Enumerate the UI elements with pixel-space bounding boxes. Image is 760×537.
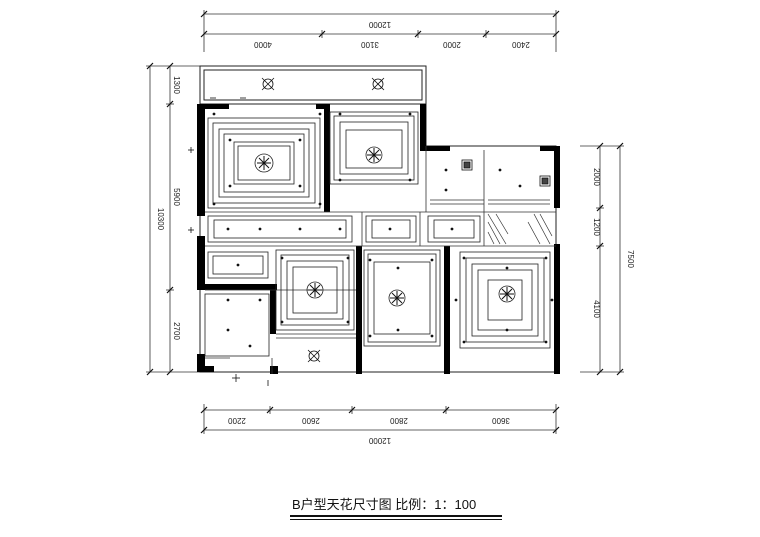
dim-top-seg-4: 2400 (512, 40, 530, 49)
dim-bottom-seg-1: 2200 (228, 416, 246, 425)
dim-top-seg-2: 3100 (361, 40, 379, 49)
stair-hatching (487, 213, 553, 245)
interior-lines (205, 146, 556, 374)
dim-right-total: 7500 (626, 250, 635, 268)
coffer-room-3 (275, 249, 355, 331)
coffer-room-1 (207, 117, 321, 209)
dim-left-total: 10300 (156, 208, 165, 231)
dim-bottom-seg-3: 2800 (390, 416, 408, 425)
dim-left-seg-2: 5900 (172, 188, 181, 206)
ceiling-lights (261, 77, 385, 363)
dimension-labels: 12000 4000 3100 2000 2400 2200 2600 2800… (156, 20, 635, 445)
coffer-room-2 (329, 111, 419, 185)
dim-bottom-seg-4: 3600 (492, 416, 510, 425)
dim-left-seg-3: 2700 (172, 322, 181, 340)
coffer-room-5 (459, 251, 551, 349)
downlights (212, 112, 554, 348)
dim-bottom-seg-2: 2600 (302, 416, 320, 425)
coffer-room-4 (363, 249, 441, 347)
dim-left-seg-1: 1300 (172, 76, 181, 94)
room-bottom-left (204, 293, 270, 357)
dimension-ticks (146, 10, 624, 434)
dim-right-seg-1: 2000 (592, 168, 601, 186)
exhaust-fans (461, 159, 551, 187)
chandeliers (257, 148, 514, 305)
drawing-title: B户型天花尺寸图 比例：1：100 (292, 497, 477, 512)
wall-marks (188, 97, 269, 386)
dim-right-seg-2: 1200 (592, 218, 601, 236)
dim-bottom-total: 12000 (368, 436, 391, 445)
walls (197, 104, 560, 374)
coffer-hall-strip (207, 215, 481, 243)
dim-top-seg-1: 4000 (254, 40, 272, 49)
dim-top-total: 12000 (368, 20, 391, 29)
dimension-lines (146, 10, 624, 434)
title-underline-thin (290, 519, 502, 520)
dim-top-seg-3: 2000 (443, 40, 461, 49)
coffer-small-left (207, 251, 269, 279)
dim-right-seg-3: 4100 (592, 300, 601, 318)
title-underline (290, 515, 502, 517)
